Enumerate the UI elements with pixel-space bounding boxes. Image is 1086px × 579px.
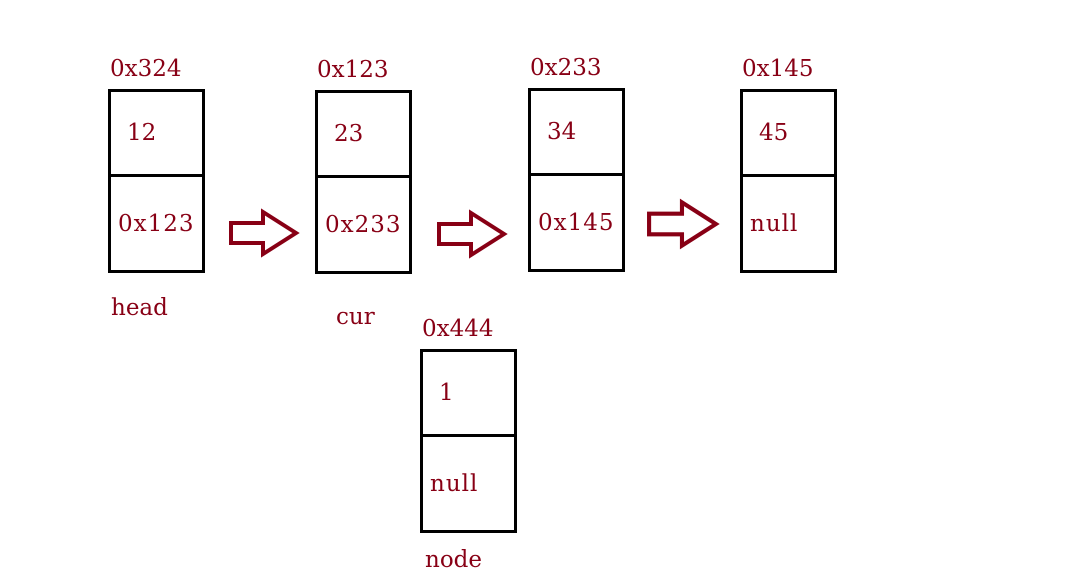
node-next-cell: 0x123 xyxy=(111,174,202,270)
list-node-cur: 0x123 23 0x233 cur xyxy=(315,57,412,330)
node-value: 1 xyxy=(439,380,454,406)
node-address-label: 0x324 xyxy=(110,56,182,82)
node-value-cell: 34 xyxy=(531,91,622,173)
node-next-cell: 0x145 xyxy=(531,173,622,269)
right-arrow-icon xyxy=(647,198,720,250)
node-value-cell: 23 xyxy=(318,93,409,175)
node-next-pointer: 0x233 xyxy=(325,211,402,238)
right-arrow-icon xyxy=(229,208,300,258)
node-box: 23 0x233 xyxy=(315,90,412,274)
node-value: 45 xyxy=(759,120,789,146)
node-value-cell: 12 xyxy=(111,92,202,174)
list-node-4: 0x145 45 null xyxy=(740,56,837,273)
node-name-label: cur xyxy=(336,304,375,330)
node-value: 23 xyxy=(334,121,364,147)
node-address-label: 0x444 xyxy=(422,316,494,342)
node-name-label: node xyxy=(425,547,482,573)
node-next-pointer: 0x145 xyxy=(538,209,615,236)
node-next-cell: null xyxy=(743,174,834,270)
node-box: 34 0x145 xyxy=(528,88,625,272)
list-node-3: 0x233 34 0x145 xyxy=(528,55,625,272)
node-next-pointer: 0x123 xyxy=(118,210,195,237)
node-address-label: 0x233 xyxy=(530,55,602,81)
node-value-cell: 45 xyxy=(743,92,834,174)
node-value: 34 xyxy=(547,119,577,145)
right-arrow-icon xyxy=(437,209,508,259)
node-box: 1 null xyxy=(420,349,517,533)
node-value: 12 xyxy=(127,120,157,146)
node-box: 12 0x123 xyxy=(108,89,205,273)
node-address-label: 0x123 xyxy=(317,57,389,83)
node-address-label: 0x145 xyxy=(742,56,814,82)
node-next-pointer: null xyxy=(430,470,479,497)
node-value-cell: 1 xyxy=(423,352,514,434)
node-next-cell: 0x233 xyxy=(318,175,409,271)
node-box: 45 null xyxy=(740,89,837,273)
node-next-cell: null xyxy=(423,434,514,530)
node-next-pointer: null xyxy=(750,210,799,237)
list-node-head: 0x324 12 0x123 head xyxy=(108,56,205,321)
node-name-label: head xyxy=(111,295,168,321)
list-node-new: 0x444 1 null node xyxy=(420,316,517,573)
